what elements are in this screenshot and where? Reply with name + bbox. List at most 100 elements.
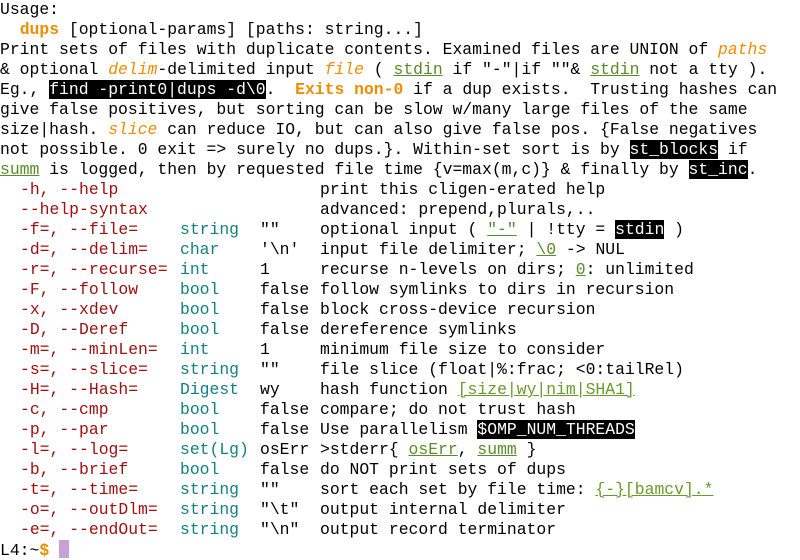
option-flag: -d=, --delim= [20,240,148,259]
option-row: -d=, --delim= char '\n' input file delimite… [0,240,800,260]
example-command: find -print0|dups -d\0 [49,80,266,99]
option-row: -s=, --slice=string""file slice (float|%… [0,360,800,380]
desc-text: & optional [0,60,109,79]
option-type: int [180,340,210,359]
desc-text: not a tty ). [639,60,768,79]
desc-text: ( [363,60,394,79]
desc-text: optional input ( [320,220,488,239]
option-row: -t=, --time=string""sort each set by fil… [0,480,800,500]
option-default: "\n" [260,520,300,539]
option-type: bool [180,320,220,339]
option-flag: -p, --par [20,420,109,439]
option-flag: -r=, --recurse= [20,260,168,279]
option-flag: -F, --follow [20,280,139,299]
option-row: -f=, --file=string""optional input ( "-"… [0,220,800,240]
desc-text: Use parallelism [320,420,478,439]
desc-text: } [516,440,537,459]
desc-text: , [457,440,478,459]
desc-line-5: size|hash. slice can reduce IO, but can … [0,120,800,140]
log-oserr: osErr [408,440,458,459]
param-slice: slice [108,120,158,139]
option-default: false [260,280,310,299]
option-type: string [180,220,240,239]
option-type [180,200,260,220]
desc-text: is logged, then by requested file time {… [39,160,689,179]
desc-line-4: give false positives, but sorting can be… [0,100,748,119]
env-omp-num-threads: $OMP_NUM_THREADS [477,420,635,439]
option-type [180,180,260,200]
desc-text: sort each set by file time: [320,480,596,499]
term-summ: summ [0,160,40,179]
option-flag: -D, --Deref [20,320,129,339]
desc-text: | !tty = [516,220,616,239]
option-flag: --help-syntax [20,200,148,219]
option-flag: -e=, --endOut= [20,520,158,539]
option-type: bool [180,420,220,439]
option-type: bool [180,300,220,319]
desc-line-6: not possible. 0 exit => surely no dups.}… [0,140,800,160]
option-desc: do NOT print sets of dups [320,460,566,479]
desc-text: Print sets of files with duplicate conte… [0,40,719,59]
option-type: string [180,480,240,499]
desc-text: recurse n-levels on dirs; [320,260,576,279]
option-flag: -s=, --slice= [20,360,148,379]
option-desc: dereference symlinks [320,320,517,339]
option-type: bool [180,280,220,299]
option-row: -r=, --recurse= int 1 recurse n-levels on d… [0,260,800,280]
term-st-blocks: st_blocks [629,140,719,159]
desc-text: if [718,140,748,159]
desc-text: input file delimiter; [320,240,537,259]
desc-text: if "-"|if ""& [442,60,591,79]
desc-text: Eg., [0,80,50,99]
hash-choices: [size|wy|nim|SHA1] [457,380,635,399]
option-flag: -t=, --time= [20,480,139,499]
log-summ: summ [477,440,517,459]
desc-text: >stderr{ [320,440,409,459]
option-desc: output record terminator [320,520,557,539]
option-default: wy [260,380,280,399]
option-default: false [260,420,310,439]
option-type: bool [180,400,220,419]
option-desc: advanced: prepend,plurals,.. [320,200,596,219]
option-default: '\n' [260,240,300,259]
usage-args: [optional-params] [paths: string...] [59,20,423,39]
option-type: string [180,360,240,379]
option-default [260,200,320,220]
option-type: char [180,240,220,259]
option-desc: print this cligen-erated help [320,180,606,199]
option-type: Digest [180,380,240,399]
option-type: bool [180,460,220,479]
term-zero: 0 [575,260,586,279]
option-default: "" [260,360,280,379]
option-type: string [180,500,240,519]
exit-note: Exits non-0 [295,80,404,99]
option-default: "\t" [260,500,300,519]
option-desc: follow symlinks to dirs in recursion [320,280,675,299]
option-flag: -c, --cmp [20,400,109,419]
desc-text: -delimited input [157,60,325,79]
option-desc: Use parallelism $OMP_NUM_THREADS [320,420,800,440]
option-flag: -x, --xdev [20,300,119,319]
desc-line-7: summ is logged, then by requested file t… [0,160,800,180]
desc-line-2: & optional delim-delimited input file ( … [0,60,800,80]
option-default: osErr [260,440,310,459]
desc-text: . [747,160,758,179]
option-row: -D, --Deref bool false dereference symlinks [0,320,800,340]
option-default: false [260,320,310,339]
option-type: int [180,260,210,279]
option-default: 1 [260,260,270,279]
prompt-host: L4:~ [0,541,40,560]
option-desc: recurse n-levels on dirs; 0: unlimited [320,260,800,280]
term-stdin: stdin [590,60,640,79]
option-flag: -b, --brief [20,460,129,479]
usage-line: dups [optional-params] [paths: string...… [0,20,800,40]
shell-prompt[interactable]: L4:~$ [0,540,800,560]
desc-text: can reduce IO, but can also give false p… [157,120,758,139]
desc-text: size|hash. [0,120,109,139]
